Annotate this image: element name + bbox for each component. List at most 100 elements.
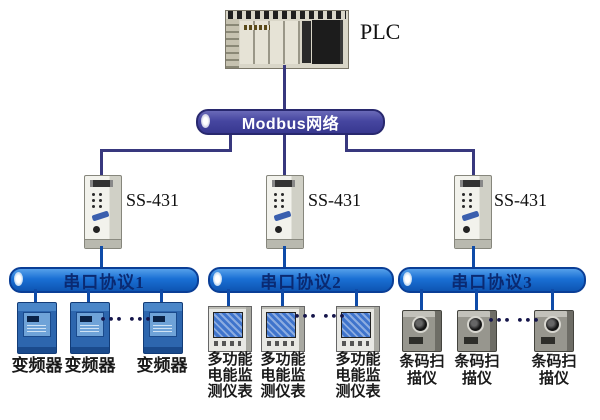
connector-modbus-left-drop	[229, 129, 232, 151]
drop-line	[355, 289, 358, 308]
bus-end-cap	[403, 272, 412, 286]
plc-terminal-strip	[228, 11, 346, 19]
vfd-device	[70, 302, 110, 354]
connector-modbus-to-converter-2	[283, 129, 286, 176]
meter-buttons	[342, 341, 369, 346]
converter-label-3: SS-431	[494, 190, 548, 210]
meter-buttons	[267, 341, 294, 346]
modbus-bus-label: Modbus网络	[241, 116, 340, 133]
converter-din-foot	[85, 239, 121, 248]
vfd-display	[153, 316, 165, 322]
converter-brand-logo	[273, 210, 292, 222]
connector-modbus-to-converter-3	[472, 150, 475, 176]
scanner-lens	[467, 316, 484, 333]
meter-buttons	[214, 341, 241, 346]
connector-modbus-right-run	[345, 149, 475, 152]
device-label: 条码扫 描仪	[531, 354, 577, 387]
converter-config-button	[93, 226, 100, 233]
vfd-front-panel	[76, 312, 104, 337]
converter-connector-block	[90, 180, 113, 187]
scanner-label-plate	[464, 337, 478, 344]
converter-connector-block	[460, 180, 483, 187]
serial-converter-3	[454, 175, 492, 249]
connector-plc-to-modbus	[283, 65, 286, 110]
vfd-front-panel	[149, 312, 177, 337]
device-label: 多功能 电能监 测仪表	[335, 352, 381, 400]
connector-converter2-to-bus	[283, 246, 286, 269]
connector-modbus-left-run	[100, 149, 232, 152]
drop-line	[34, 289, 37, 304]
meter-lcd-screen	[266, 312, 296, 338]
converter-label-2: SS-431	[308, 190, 362, 210]
scanner-label-plate	[409, 337, 423, 344]
connector-modbus-to-converter-1	[100, 150, 103, 176]
drop-line	[281, 289, 284, 308]
converter-led-grid	[274, 193, 277, 196]
converter-config-button	[463, 226, 470, 233]
drop-line	[160, 289, 163, 304]
ellipsis-more-devices: ••• •••	[99, 313, 153, 326]
bus-end-cap	[213, 272, 222, 286]
device-label: 多功能 电能监 测仪表	[207, 352, 253, 400]
bus-end-cap	[14, 272, 23, 286]
vfd-display	[27, 316, 39, 322]
barcode-scanner-device	[402, 310, 442, 352]
vfd-device	[143, 302, 183, 354]
plc-io-module	[312, 20, 343, 64]
serial-converter-2	[266, 175, 304, 249]
drop-line	[87, 289, 90, 304]
converter-label-1: SS-431	[126, 190, 180, 210]
scanner-lens	[412, 316, 429, 333]
converter-din-foot	[267, 239, 303, 248]
connector-converter3-to-bus	[472, 246, 475, 269]
drop-line	[227, 289, 230, 308]
device-label: 条码扫 描仪	[454, 354, 500, 387]
converter-config-button	[275, 226, 282, 233]
device-label: 条码扫 描仪	[399, 354, 445, 387]
bus-end-cap	[201, 114, 210, 128]
plc-label: PLC	[360, 19, 401, 44]
device-label: 变频器	[136, 356, 188, 375]
drop-line	[420, 289, 423, 312]
converter-brand-logo	[91, 210, 110, 222]
serial-bus-label-3: 串口协议3	[451, 272, 533, 292]
vfd-panel-markings	[80, 325, 99, 332]
serial-converter-1	[84, 175, 122, 249]
ellipsis-more-devices: ••• •••	[487, 314, 541, 327]
connector-converter1-to-bus	[100, 246, 103, 269]
barcode-scanner-device	[534, 310, 574, 352]
device-label: 变频器	[64, 356, 116, 375]
converter-din-foot	[455, 239, 491, 248]
plc-device	[225, 10, 349, 69]
meter-lcd-screen	[213, 312, 243, 338]
modbus-bus: Modbus网络	[196, 109, 385, 135]
plc-expansion-slot	[302, 21, 311, 63]
serial-bus-1: 串口协议1	[9, 267, 199, 293]
drop-line	[551, 289, 554, 312]
vfd-panel-markings	[27, 325, 46, 332]
power-meter-device	[261, 306, 305, 352]
serial-bus-label-1: 串口协议1	[63, 272, 145, 292]
scanner-lens	[544, 316, 561, 333]
vfd-panel-markings	[153, 325, 172, 332]
plc-terminal-block	[226, 19, 239, 68]
vfd-front-panel	[23, 312, 51, 337]
serial-bus-3: 串口协议3	[398, 267, 586, 293]
vfd-display	[80, 316, 92, 322]
ellipsis-more-devices: ••• •••	[293, 310, 347, 323]
converter-led-grid	[462, 193, 465, 196]
device-label: 多功能 电能监 测仪表	[260, 352, 306, 400]
converter-led-grid	[92, 193, 95, 196]
vfd-device	[17, 302, 57, 354]
converter-brand-logo	[461, 210, 480, 222]
scanner-label-plate	[541, 337, 555, 344]
drop-line	[475, 289, 478, 312]
converter-connector-block	[272, 180, 295, 187]
meter-lcd-screen	[341, 312, 371, 338]
serial-bus-label-2: 串口协议2	[260, 272, 342, 292]
power-meter-device	[208, 306, 252, 352]
connector-modbus-right-drop	[345, 129, 348, 151]
serial-bus-2: 串口协议2	[208, 267, 394, 293]
barcode-scanner-device	[457, 310, 497, 352]
